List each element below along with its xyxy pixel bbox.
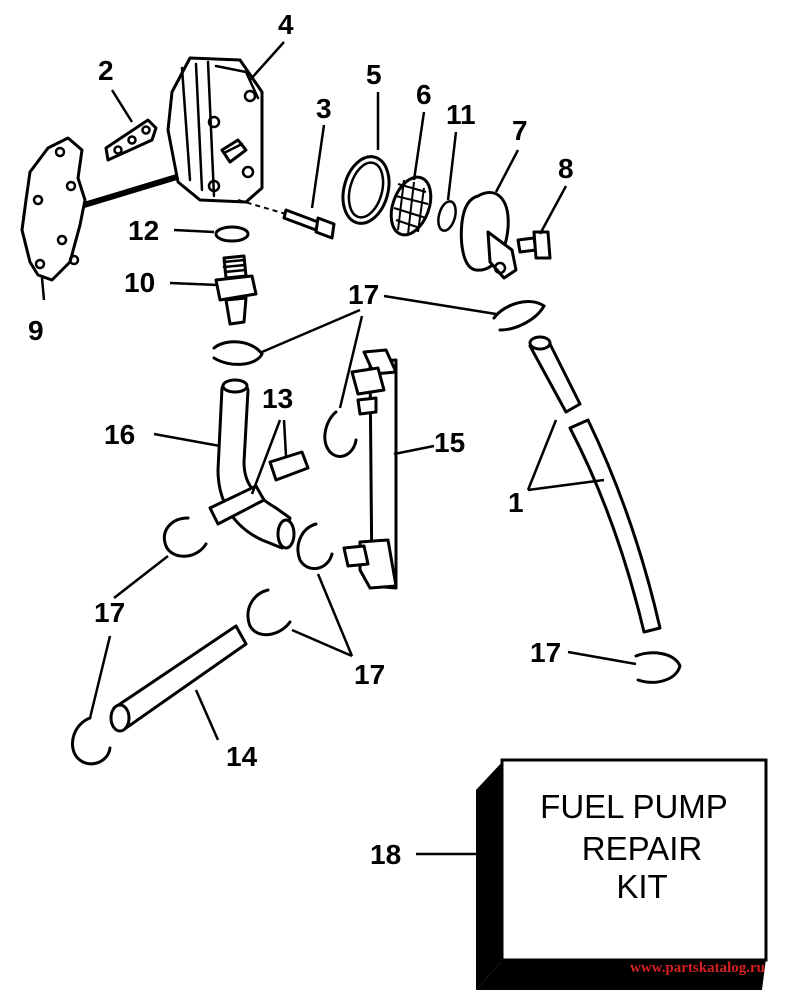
- callout-2: 2: [98, 55, 114, 86]
- callout-17-top: 17: [348, 279, 379, 310]
- callout-16: 16: [104, 419, 135, 450]
- callout-numbers: 1 2 3 4 5 6 7 8 9 10 11 12 13 14 15 16 1…: [28, 9, 574, 870]
- callout-7: 7: [512, 115, 528, 146]
- part-10-fitting: [214, 254, 258, 326]
- part-14-hose: [109, 624, 248, 733]
- part-6-screen: [389, 175, 433, 237]
- callout-10: 10: [124, 267, 155, 298]
- part-3-screw: [237, 199, 336, 240]
- callout-18: 18: [370, 839, 401, 870]
- callout-6: 6: [416, 79, 432, 110]
- callout-17-left: 17: [94, 597, 125, 628]
- callout-11: 11: [446, 99, 476, 130]
- callout-4: 4: [278, 9, 294, 40]
- part-9-gasket: [20, 136, 87, 282]
- leader-lines: [40, 41, 637, 856]
- callout-9: 9: [28, 315, 44, 346]
- kit-label-line3: KIT: [616, 868, 667, 905]
- part-15-filter: [342, 348, 398, 590]
- part-12-o-ring: [214, 225, 250, 243]
- part-8-screw: [516, 230, 552, 260]
- watermark: www.partskatalog.ru: [630, 960, 765, 976]
- part-2-gasket: [104, 118, 158, 162]
- callout-1: 1: [508, 487, 524, 518]
- part-1-hoses: [528, 335, 662, 634]
- callout-15: 15: [434, 427, 465, 458]
- kit-label-line1: FUEL PUMP: [540, 788, 728, 825]
- part-4-fuel-pump: [166, 56, 264, 204]
- callout-8: 8: [558, 153, 574, 184]
- part-11-o-ring: [437, 200, 457, 232]
- kit-label-line2: REPAIR: [582, 830, 702, 867]
- part-5-o-ring: [341, 155, 391, 225]
- callout-3: 3: [316, 93, 332, 124]
- callout-13: 13: [262, 383, 293, 414]
- callout-5: 5: [366, 59, 382, 90]
- part-17-clamps: [71, 300, 682, 766]
- callout-17-middle: 17: [354, 659, 385, 690]
- part-13-tubes: [208, 450, 310, 526]
- part-18-repair-kit: FUEL PUMP REPAIR KIT: [476, 758, 768, 990]
- part-7-cover: [459, 191, 518, 280]
- callout-14: 14: [226, 741, 258, 772]
- callout-12: 12: [128, 215, 159, 246]
- callout-17-right: 17: [530, 637, 561, 668]
